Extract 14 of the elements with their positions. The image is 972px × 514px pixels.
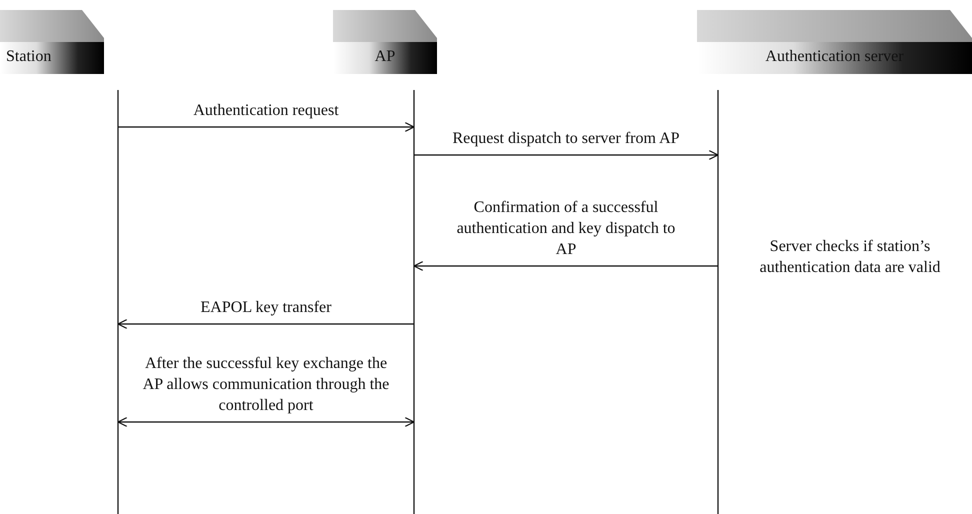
participant-lifeline <box>697 8 972 514</box>
edge-label: Confirmation of a successful authentication and key dispatch to AP <box>456 198 676 260</box>
note-text: Server checks if station’s authentication data are valid <box>758 237 942 278</box>
edge-label: Request dispatch to server from AP <box>451 129 681 149</box>
message-arrow <box>117 318 414 330</box>
edge-label: EAPOL key transfer <box>200 298 332 318</box>
edge-label: After the successful key exchange the AP allows communication through the controlled port <box>142 354 390 416</box>
message-arrow <box>413 260 718 272</box>
participant-label: AP <box>374 48 396 66</box>
message-arrow <box>118 122 415 132</box>
participant-label: Station <box>6 48 52 66</box>
message-arrow <box>414 150 719 160</box>
edge-label: Authentication request <box>192 101 340 121</box>
message-arrow <box>117 416 415 428</box>
